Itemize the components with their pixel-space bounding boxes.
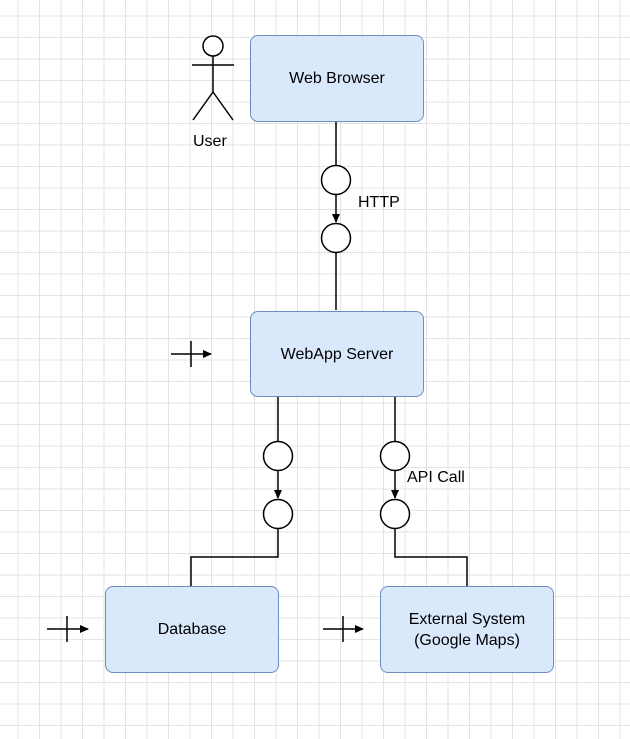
http-connector [320, 122, 352, 310]
external-system-node[interactable]: External System (Google Maps) [380, 586, 554, 673]
api-call-connector [379, 397, 468, 586]
webapp-server-label: WebApp Server [280, 345, 394, 363]
database-entry-arrow-icon [47, 616, 89, 642]
database-label: Database [157, 621, 227, 638]
database-connector [190, 397, 294, 586]
external-system-label: External System (Google Maps) [408, 610, 526, 649]
database-node[interactable]: Database [105, 586, 279, 673]
http-label: HTTP [358, 194, 400, 211]
external-entry-arrow-icon [323, 616, 364, 642]
user-actor-label: User [193, 133, 227, 150]
webapp-server-node[interactable]: WebApp Server [250, 311, 424, 397]
web-browser-node[interactable]: Web Browser [250, 35, 424, 122]
api-call-label: API Call [407, 469, 465, 486]
webapp-entry-arrow-icon [171, 341, 212, 367]
user-actor-icon [192, 35, 234, 121]
web-browser-label: Web Browser [289, 70, 385, 87]
